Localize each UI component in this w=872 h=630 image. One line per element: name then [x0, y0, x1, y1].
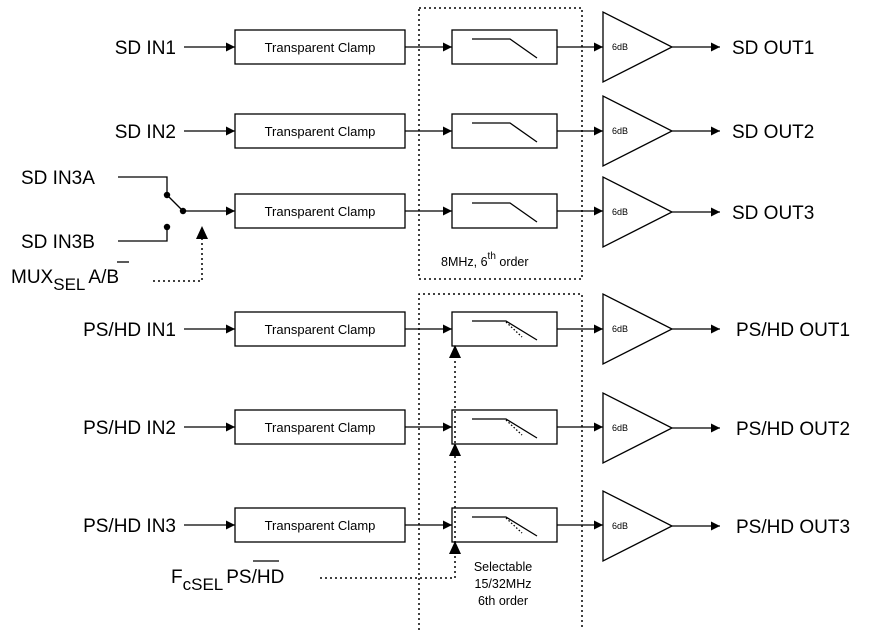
- amp-gain-hd1: 6dB: [612, 324, 628, 334]
- hd-in2-label: PS/HD IN2: [83, 418, 176, 439]
- hd-channel-3: PS/HD IN3 Transparent Clamp 6dB PS/HD OU…: [83, 489, 850, 563]
- hd-out1-label: PS/HD OUT1: [736, 320, 850, 341]
- sd-out3-label: SD OUT3: [732, 203, 814, 224]
- lowpass-filter-icon: [472, 418, 538, 439]
- hd-out3-label: PS/HD OUT3: [736, 517, 850, 538]
- fc-select-arrow-hd1: [449, 345, 461, 358]
- sd-in3a-label: SD IN3A: [21, 168, 95, 189]
- lowpass-filter-icon: [472, 516, 538, 537]
- sd-out1-label: SD OUT1: [732, 38, 814, 59]
- hd-filter-caption-line2: 15/32MHz: [475, 577, 532, 591]
- lowpass-filter-icon: [472, 38, 538, 59]
- transparent-clamp-box-hd2: [234, 409, 406, 445]
- hd-in3-label: PS/HD IN3: [83, 516, 176, 537]
- amp-gain-hd3: 6dB: [612, 521, 628, 531]
- hd-filter-group-border: [418, 293, 583, 630]
- clamp-label-sd1: Transparent Clamp: [265, 40, 376, 55]
- sd-in1-label: SD IN1: [115, 38, 176, 59]
- amp-gain-sd2: 6dB: [612, 126, 628, 136]
- hd-filter-caption-line3: 6th order: [478, 594, 528, 608]
- lowpass-filter-icon: [472, 122, 538, 143]
- clamp-label-sd2: Transparent Clamp: [265, 124, 376, 139]
- amplifier-sd2: [602, 94, 674, 168]
- lowpass-filter-icon: [472, 320, 538, 341]
- amp-gain-hd2: 6dB: [612, 423, 628, 433]
- sd-filter-caption: 8MHz, 6th order: [441, 251, 529, 269]
- mux-switch-arm: [166, 194, 184, 212]
- clamp-label-hd1: Transparent Clamp: [265, 322, 376, 337]
- amplifier-hd2: [602, 391, 674, 465]
- hd-channel-2: PS/HD IN2 Transparent Clamp 6dB PS/HD OU…: [83, 391, 850, 465]
- hd-channel-1: PS/HD IN1 Transparent Clamp 6dB PS/HD OU…: [83, 292, 850, 366]
- clamp-label-hd2: Transparent Clamp: [265, 420, 376, 435]
- amp-gain-sd3: 6dB: [612, 207, 628, 217]
- mux-select-line: [153, 237, 203, 282]
- selectable-filter-hd2: [451, 409, 558, 445]
- sd-channel-3: SD IN3A SD IN3B Transparent Clamp 6dB SD…: [11, 168, 814, 294]
- clamp-label-hd3: Transparent Clamp: [265, 518, 376, 533]
- sd-channel-1: SD IN1 Transparent Clamp 6dB SD OUT1: [115, 10, 814, 84]
- sd-filter-group-border: [418, 7, 583, 280]
- selectable-filter-hd1: [451, 311, 558, 347]
- lowpass-filter-icon: [472, 202, 538, 223]
- hd-filter-caption-line1: Selectable: [474, 560, 532, 574]
- transparent-clamp-box-sd2: [234, 113, 406, 149]
- fc-select-arrow-hd2: [449, 443, 461, 456]
- amplifier-hd3: [602, 489, 674, 563]
- lowpass-filter-sd2: [451, 113, 558, 149]
- mux-select-arrow: [196, 226, 208, 239]
- selectable-filter-hd3: [451, 507, 558, 543]
- clamp-label-sd3: Transparent Clamp: [265, 204, 376, 219]
- lowpass-filter-sd3: [451, 193, 558, 229]
- fc-select-line: [320, 358, 456, 579]
- amp-gain-sd1: 6dB: [612, 42, 628, 52]
- fc-select-arrow-hd3: [449, 541, 461, 554]
- hd-in1-label: PS/HD IN1: [83, 320, 176, 341]
- sd-channel-2: SD IN2 Transparent Clamp 6dB SD OUT2: [115, 94, 814, 168]
- hd-out2-label: PS/HD OUT2: [736, 419, 850, 440]
- amplifier-sd1: [602, 10, 674, 84]
- amplifier-sd3: [602, 175, 674, 249]
- lowpass-filter-sd1: [451, 29, 558, 65]
- sd-in3b-label: SD IN3B: [21, 232, 95, 253]
- amplifier-hd1: [602, 292, 674, 366]
- transparent-clamp-box-hd1: [234, 311, 406, 347]
- sd-out2-label: SD OUT2: [732, 122, 814, 143]
- sd-in2-label: SD IN2: [115, 122, 176, 143]
- mux-contact-b: [163, 223, 171, 231]
